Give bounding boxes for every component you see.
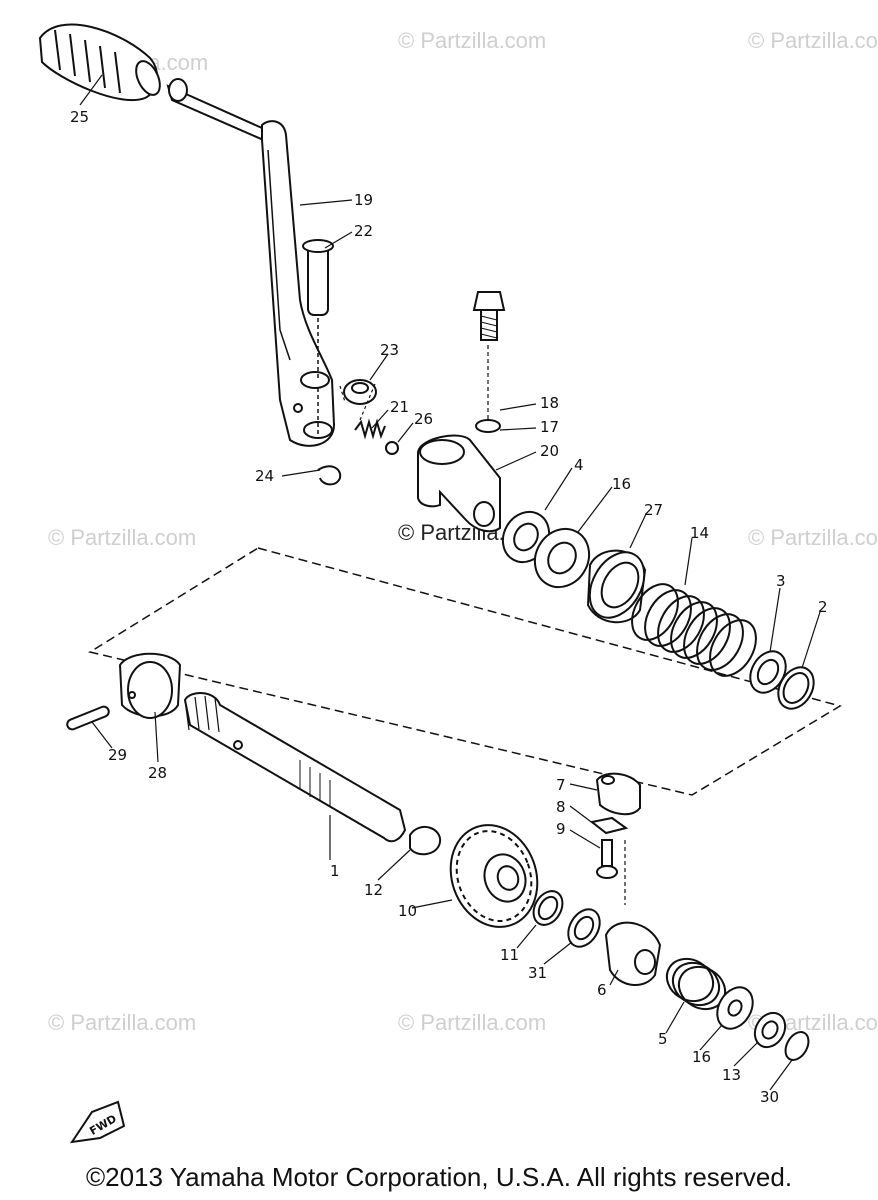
parts	[38, 23, 815, 1144]
label-30: 30	[760, 1088, 779, 1106]
washer-31	[567, 908, 601, 948]
torsion-spring	[631, 583, 757, 677]
label-16-lower: 16	[692, 1048, 711, 1066]
detent-spring	[354, 418, 386, 440]
ratchet-spring	[665, 957, 727, 1011]
label-7: 7	[556, 776, 566, 794]
washer-16-lower	[716, 986, 754, 1030]
spring-stopper	[753, 1011, 787, 1049]
pinch-bolt	[472, 291, 506, 341]
label-29: 29	[108, 746, 127, 764]
spring-cover	[586, 549, 647, 624]
label-12: 12	[364, 881, 383, 899]
label-25: 25	[70, 108, 89, 126]
ratchet-guide	[595, 772, 641, 816]
label-10: 10	[398, 902, 417, 920]
label-28: 28	[148, 764, 167, 782]
shaft-bush	[118, 652, 182, 719]
bolt-washer	[475, 419, 501, 433]
label-2: 2	[818, 598, 828, 616]
crank-hole	[293, 403, 303, 413]
label-21: 21	[390, 398, 409, 416]
watermark-top-mid: © Partzilla.com	[398, 28, 546, 53]
washer-3	[749, 650, 787, 694]
kick-ratchet	[604, 921, 662, 986]
assembly-boundary	[88, 547, 842, 796]
label-9: 9	[556, 820, 566, 838]
pivot-pin	[302, 239, 334, 316]
label-16-upper: 16	[612, 475, 631, 493]
label-8: 8	[556, 798, 566, 816]
watermark-mid-left: © Partzilla.com	[48, 525, 196, 550]
label-18: 18	[540, 394, 559, 412]
label-17: 17	[540, 418, 559, 436]
circlip-30	[784, 1031, 810, 1061]
forward-arrow	[69, 1100, 126, 1144]
thrust-washer	[409, 825, 442, 856]
circlip-11	[532, 890, 564, 926]
leader-lines	[79, 74, 821, 1091]
detent-ball-holder	[343, 379, 377, 405]
guide-screw	[596, 839, 618, 879]
label-14: 14	[690, 524, 709, 542]
label-24: 24	[255, 467, 274, 485]
kick-shaft	[183, 692, 407, 843]
crank-bore-top	[300, 371, 330, 389]
label-1: 1	[330, 862, 340, 880]
watermark-bottom-left: © Partzilla.com	[48, 1010, 196, 1035]
label-26: 26	[414, 410, 433, 428]
watermarks: © Partzilla.com © Partzilla.com © Partzi…	[48, 28, 878, 1035]
label-5: 5	[658, 1030, 668, 1048]
circlip-2	[777, 666, 815, 710]
dowel-pin	[66, 705, 110, 731]
label-3: 3	[776, 572, 786, 590]
part-labels: 25 19 22 23 21 26 24 18 17 20 4 16 27 14…	[70, 108, 828, 1106]
copyright-notice: ©2013 Yamaha Motor Corporation, U.S.A. A…	[85, 1162, 793, 1192]
collar-16	[533, 527, 591, 589]
label-19: 19	[354, 191, 373, 209]
guide-plate	[589, 816, 629, 835]
label-20: 20	[540, 442, 559, 460]
watermark-mid-right: © Partzilla.com	[748, 525, 878, 550]
label-31: 31	[528, 964, 547, 982]
label-27: 27	[644, 501, 663, 519]
label-13: 13	[722, 1066, 741, 1084]
label-11: 11	[500, 946, 519, 964]
label-4: 4	[574, 456, 584, 474]
detent-ball	[385, 441, 399, 455]
e-clip	[317, 465, 342, 486]
label-23: 23	[380, 341, 399, 359]
label-22: 22	[354, 222, 373, 240]
lever-boss	[417, 434, 501, 533]
kick-crank-arm	[261, 120, 336, 447]
kick-gear	[449, 824, 539, 928]
watermark-bottom-mid: © Partzilla.com	[398, 1010, 546, 1035]
kick-grip	[38, 23, 161, 101]
watermark-top-right: © Partzilla.com	[748, 28, 878, 53]
label-6: 6	[597, 981, 607, 999]
kick-lever-shaft-end	[168, 78, 188, 102]
